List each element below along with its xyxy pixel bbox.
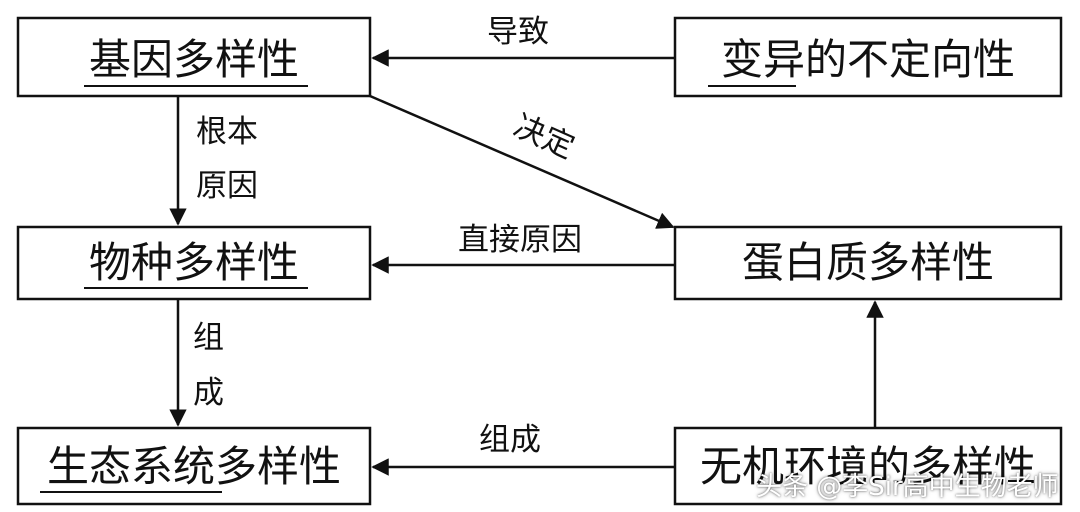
node-variation: 变异的不定向性	[721, 35, 1015, 84]
arrow-gene-to-protein	[369, 94, 675, 229]
edge-label-direct-cause: 直接原因	[458, 222, 582, 258]
box-protein-diversity	[673, 225, 1063, 301]
node-abiotic-diversity: 无机环境的多样性	[700, 442, 1036, 491]
edge-label-compose-v1: 组	[193, 320, 224, 356]
node-ecosystem-diversity: 生态系统多样性	[47, 442, 341, 491]
edge-label-leads-to: 导致	[487, 14, 549, 50]
edge-label-root-cause-line2: 原因	[196, 168, 258, 204]
edge-label-compose-v2: 成	[193, 375, 224, 411]
box-variation	[673, 16, 1063, 98]
node-protein-diversity: 蛋白质多样性	[742, 238, 994, 287]
edge-label-determines: 决定	[508, 108, 579, 166]
box-gene-diversity	[16, 16, 372, 98]
box-species-diversity	[16, 225, 372, 301]
edge-label-root-cause-line1: 根本	[196, 114, 258, 150]
edge-label-compose-h: 组成	[479, 422, 541, 458]
node-species-diversity: 物种多样性	[89, 238, 299, 287]
node-gene-diversity: 基因多样性	[89, 35, 299, 84]
watermark: 头条 @李Sir高中生物老师	[756, 472, 1059, 502]
